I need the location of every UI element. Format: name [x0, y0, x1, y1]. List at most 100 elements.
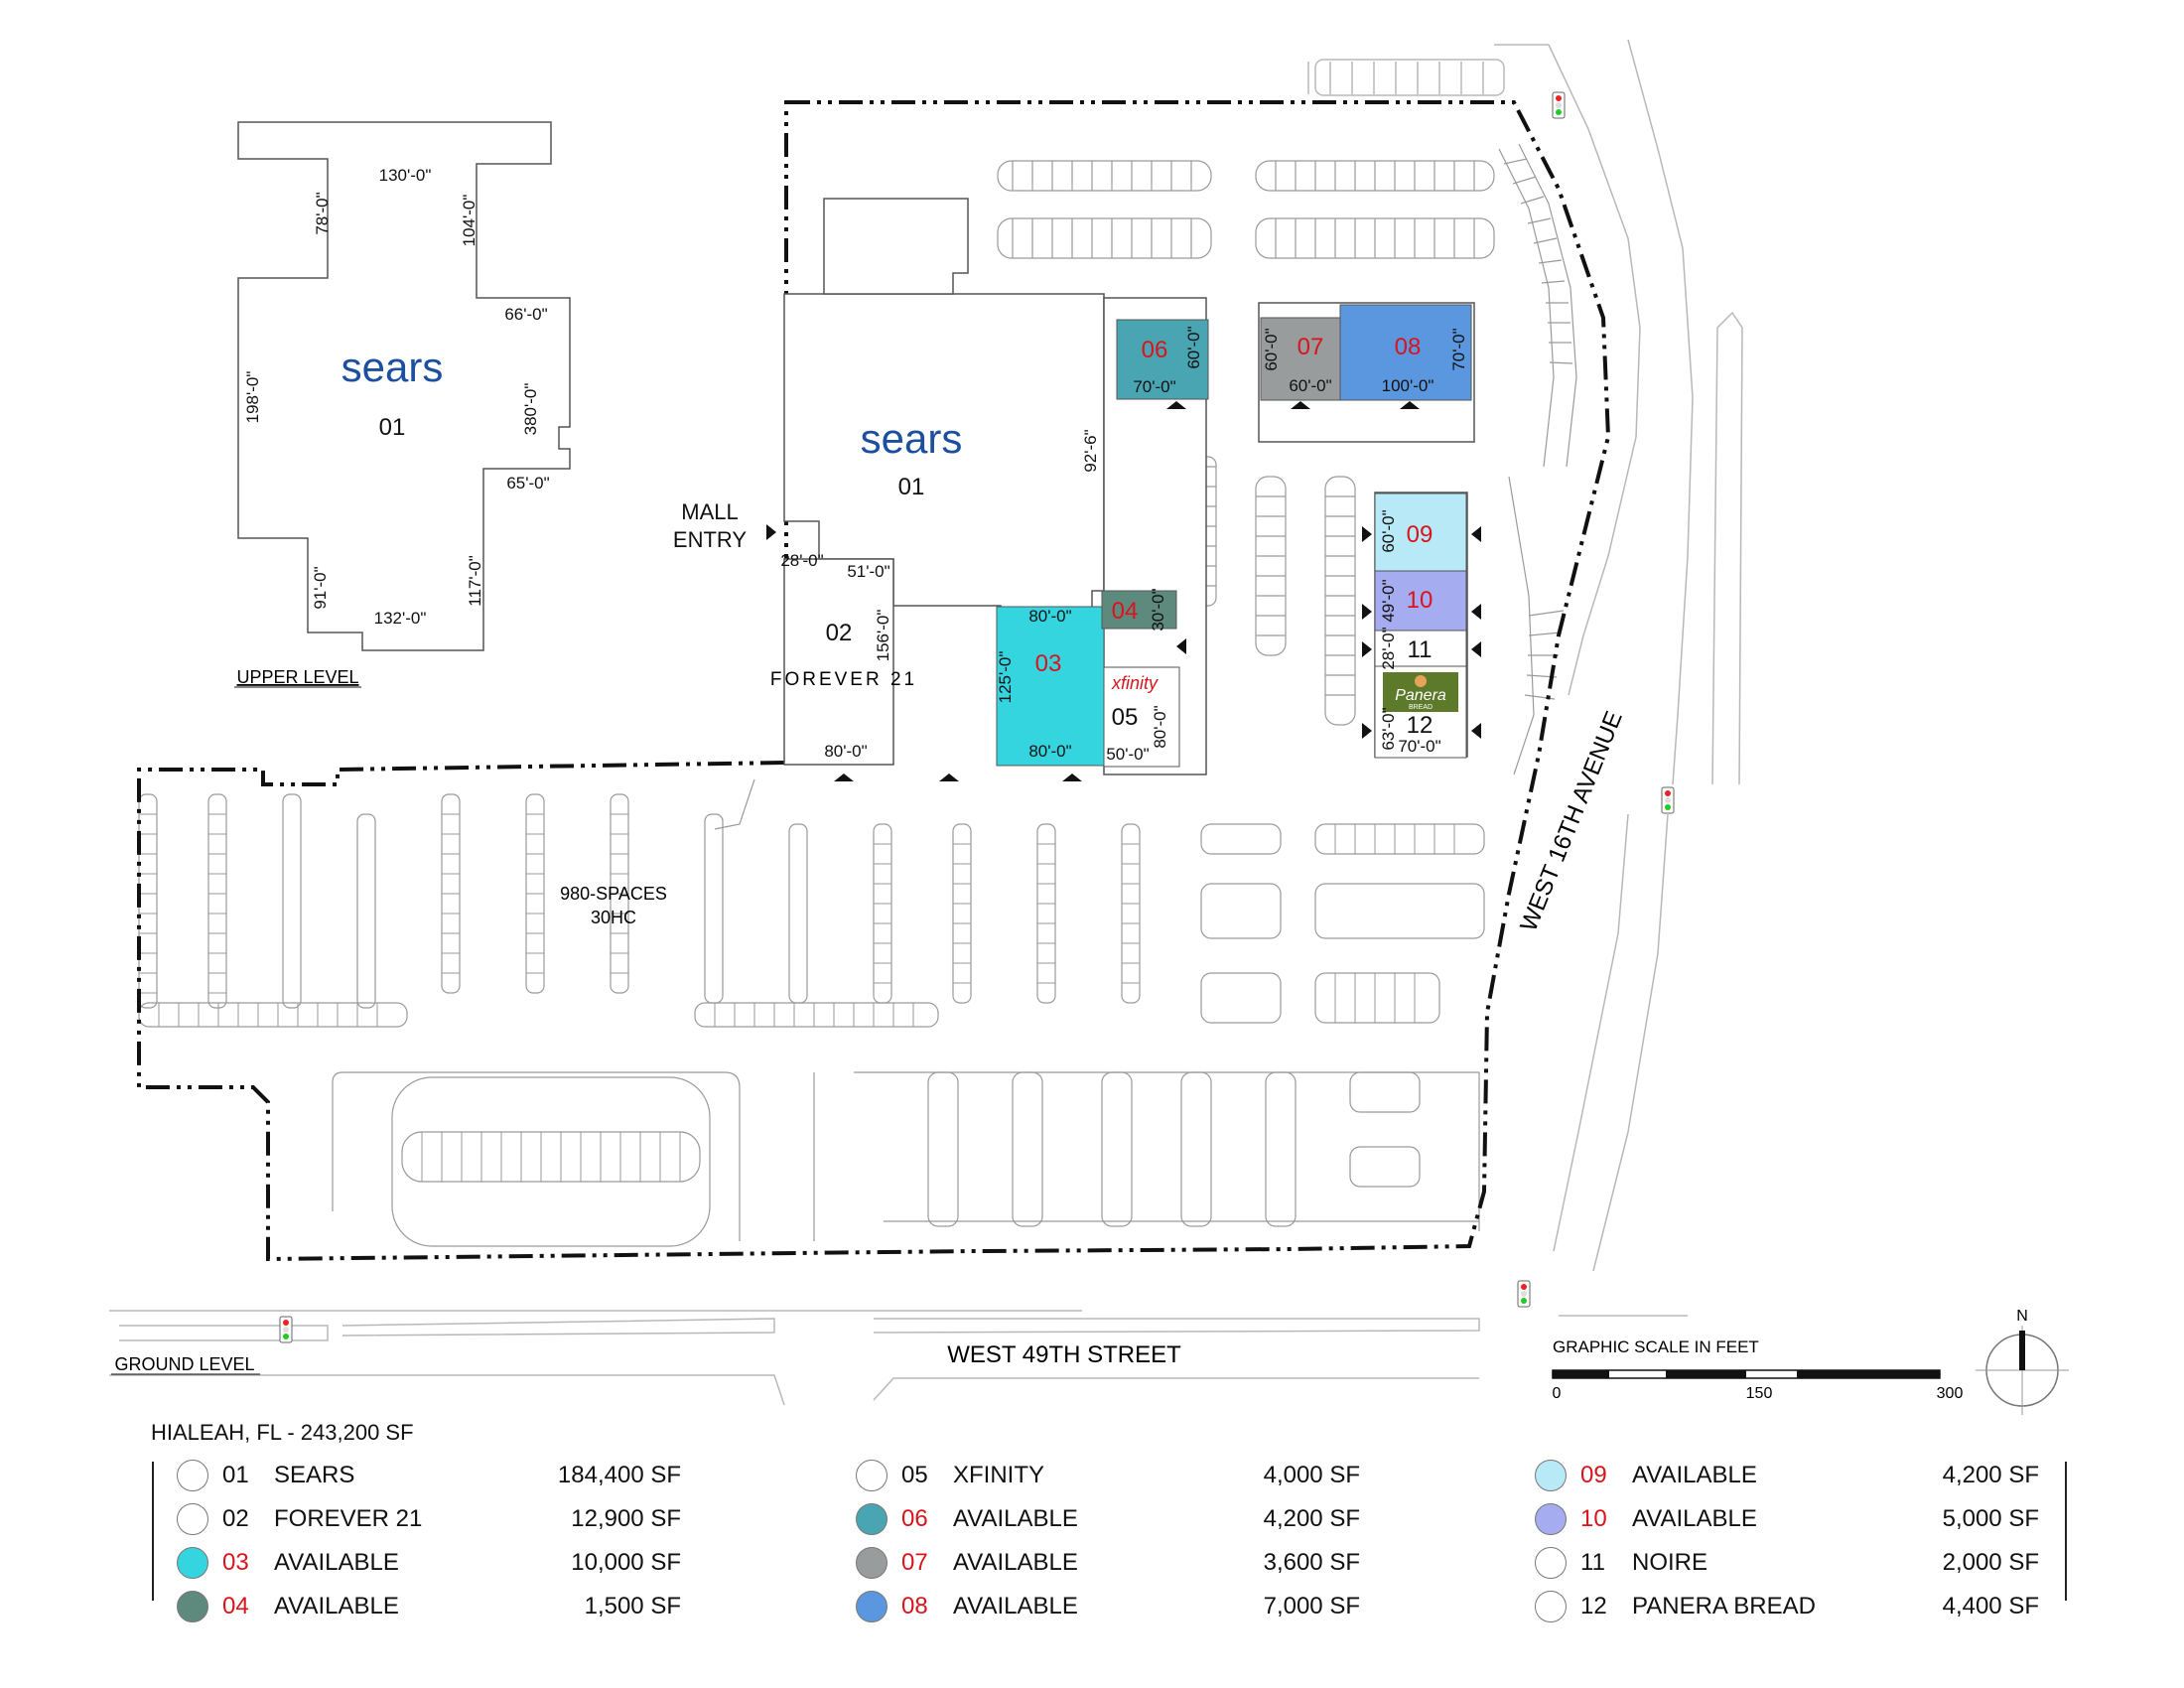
unit-01-upper-label: 01 — [379, 414, 406, 441]
arrow-up-icon — [1291, 401, 1310, 409]
traffic-light-icon — [1517, 1280, 1531, 1308]
dim-up-132: 132'-0" — [374, 609, 427, 628]
unit-10-space[interactable] — [1374, 570, 1467, 632]
dim-g-80d: 80'-0" — [1151, 705, 1169, 748]
legend-area: 4,200 SF — [1263, 1505, 1360, 1532]
dim-up-104: 104'-0" — [460, 195, 478, 247]
unit-09-space[interactable] — [1374, 492, 1467, 572]
legend-code: 08 — [901, 1593, 928, 1619]
legend-swatch — [177, 1460, 208, 1491]
dim-g-60d: 60'-0" — [1379, 509, 1398, 552]
traffic-light-icon — [1661, 786, 1675, 814]
legend-swatch — [856, 1547, 887, 1579]
arrow-left-icon — [1471, 641, 1481, 657]
dim-up-91: 91'-0" — [311, 566, 330, 609]
spaces-label-2: 30HC — [591, 908, 636, 927]
unit-06-label: 06 — [1142, 337, 1168, 363]
svg-text:GRAPHIC SCALE IN FEET: GRAPHIC SCALE IN FEET — [1553, 1337, 1759, 1356]
legend-code: 04 — [222, 1593, 249, 1619]
legend-code: 09 — [1580, 1462, 1607, 1488]
legend-swatch — [856, 1503, 887, 1535]
unit-06-space[interactable] — [1116, 319, 1209, 400]
legend-name: PANERA BREAD — [1632, 1593, 1816, 1619]
legend-divider-left — [152, 1462, 154, 1601]
unit-04-space[interactable] — [1101, 590, 1177, 630]
arrow-right-icon — [1362, 604, 1372, 620]
legend-swatch — [1535, 1460, 1567, 1491]
avenue-label: WEST 16TH AVENUE — [1515, 707, 1628, 934]
legend-name: SEARS — [274, 1462, 355, 1488]
legend-code: 05 — [901, 1462, 928, 1488]
dim-g-60a: 60'-0" — [1184, 326, 1203, 368]
traffic-light-icon — [1552, 91, 1566, 119]
sears-logo-upper: sears — [341, 344, 444, 390]
arrow-left-icon — [1471, 604, 1481, 620]
legend-divider-right — [2065, 1462, 2067, 1601]
legend-row: 04 AVAILABLE 1,500 SF — [177, 1590, 681, 1623]
unit-05-space[interactable] — [1103, 666, 1180, 768]
arrow-up-icon — [1400, 401, 1420, 409]
unit-09-label: 09 — [1407, 521, 1433, 548]
legend-code: 01 — [222, 1462, 249, 1488]
dim-g-49: 49'-0" — [1379, 579, 1398, 622]
unit-08-space[interactable] — [1339, 304, 1472, 401]
legend-name: NOIRE — [1632, 1549, 1708, 1576]
dim-up-66: 66'-0" — [504, 305, 547, 324]
legend-code: 11 — [1580, 1549, 1605, 1576]
north-arrow-icon: N — [1976, 1308, 2069, 1415]
entry-arrows — [766, 401, 1481, 781]
forever21-logo: FOREVER 21 — [770, 669, 917, 690]
property-boundary — [137, 100, 1611, 1262]
dim-g-92: 92'-6" — [1081, 429, 1100, 472]
svg-text:BREAD: BREAD — [1409, 704, 1433, 711]
mall-entry-label-1: MALL — [681, 499, 738, 524]
legend-swatch — [1535, 1547, 1567, 1579]
legend-area: 7,000 SF — [1263, 1593, 1360, 1619]
arrow-up-icon — [939, 774, 959, 781]
unit-03-space[interactable] — [996, 606, 1105, 767]
legend-name: AVAILABLE — [274, 1593, 399, 1619]
arrow-up-icon — [1062, 774, 1082, 781]
unit-02-label: 02 — [826, 620, 853, 646]
legend-name: AVAILABLE — [1632, 1462, 1757, 1488]
street-label: WEST 49TH STREET — [947, 1341, 1181, 1368]
legend-area: 1,500 SF — [584, 1593, 681, 1619]
legend-code: 03 — [222, 1549, 249, 1576]
arrow-right-icon — [1362, 526, 1372, 542]
legend-swatch — [1535, 1591, 1567, 1622]
svg-text:300: 300 — [1937, 1385, 1964, 1402]
dim-g-70a: 70'-0" — [1133, 377, 1175, 396]
forever21-building — [783, 558, 894, 766]
spaces-label-1: 980-SPACES — [560, 884, 667, 904]
arrow-up-icon — [1166, 401, 1186, 409]
unit-04-label: 04 — [1112, 598, 1139, 625]
dim-up-65: 65'-0" — [506, 474, 549, 492]
legend-swatch — [856, 1460, 887, 1491]
legend-name: AVAILABLE — [1632, 1505, 1757, 1532]
dim-g-50: 50'-0" — [1106, 745, 1149, 764]
unit-05-label: 05 — [1112, 704, 1139, 731]
traffic-lights — [279, 91, 1675, 1343]
arrow-left-icon — [1471, 723, 1481, 739]
legend-name: AVAILABLE — [953, 1593, 1078, 1619]
dim-g-156: 156'-0" — [874, 610, 892, 662]
legend-area: 4,200 SF — [1942, 1462, 2039, 1488]
dim-g-28b: 28'-0" — [1379, 627, 1398, 669]
dim-g-80b: 80'-0" — [1028, 607, 1071, 626]
legend-name: FOREVER 21 — [274, 1505, 423, 1532]
legend-name: XFINITY — [953, 1462, 1045, 1488]
dim-g-63: 63'-0" — [1379, 707, 1398, 750]
dim-g-60c: 60'-0" — [1289, 376, 1331, 395]
dim-g-70b: 70'-0" — [1449, 328, 1468, 370]
legend-code: 10 — [1580, 1505, 1607, 1532]
legend-row: 09 AVAILABLE 4,200 SF — [1535, 1459, 2039, 1492]
legend-row: 08 AVAILABLE 7,000 SF — [856, 1590, 1360, 1623]
unit-11-label: 11 — [1408, 636, 1433, 663]
